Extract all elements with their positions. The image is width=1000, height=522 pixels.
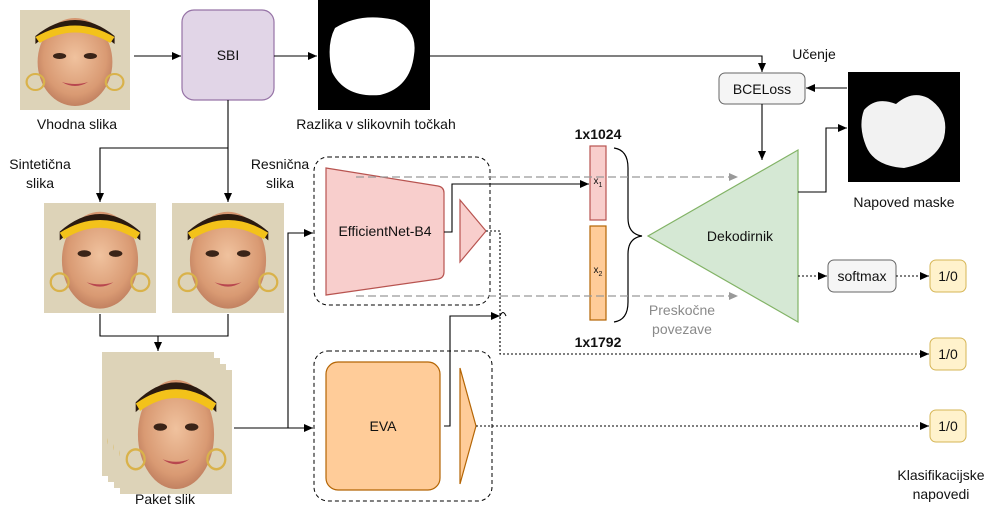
x2-label: x2: [593, 265, 603, 278]
skip-connections-label-line2: povezave: [652, 321, 712, 337]
skip-connections: [356, 173, 738, 300]
output-box-1: [929, 259, 967, 293]
synthetic-face-image: [44, 203, 156, 313]
skip-connections-label-line1: Preskočne: [648, 302, 716, 318]
input-image-label: Vhodna slika: [36, 116, 118, 132]
eva-head: [459, 367, 477, 485]
dimension-bottom-label: 1x1792: [574, 334, 622, 350]
decoder-triangle: [646, 148, 799, 324]
pixel-difference-mask-image: [318, 0, 430, 110]
efficientnet-head: [459, 198, 487, 264]
input-face-image: [20, 10, 130, 110]
efficientnet-group-box: [313, 156, 491, 306]
x1-label: x1: [593, 176, 603, 189]
bceloss-label: BCELoss: [732, 81, 792, 97]
synthetic-image-label-line2: slika: [25, 175, 54, 191]
real-face-image: [172, 203, 284, 313]
output-box-2: [929, 337, 967, 371]
efficientnet-label: EfficientNet-B4: [338, 223, 432, 239]
output-1-label: 1/0: [938, 268, 958, 284]
classification-label-line2: napovedi: [912, 486, 970, 502]
learning-label: Učenje: [792, 46, 836, 62]
output-2-label: 1/0: [938, 346, 958, 362]
output-3-label: 1/0: [938, 418, 958, 434]
softmax-label: softmax: [837, 268, 887, 284]
connectors: [96, 52, 847, 432]
decoder-label: Dekodirnik: [706, 228, 774, 244]
batch-images-stack: [102, 352, 232, 494]
eva-label: EVA: [369, 418, 397, 434]
real-image-label-line1: Resnična: [250, 156, 310, 172]
concat-brace: [613, 147, 643, 323]
pixel-difference-label: Razlika v slikovnih točkah: [296, 116, 456, 132]
real-image-label-line2: slika: [265, 175, 294, 191]
dotted-connectors: [476, 230, 929, 430]
dimension-top-label: 1x1024: [574, 126, 622, 142]
predicted-mask-image: [848, 72, 960, 182]
sbi-label: SBI: [216, 47, 240, 63]
eva-box: [325, 361, 441, 491]
synthetic-image-label-line1: Sintetična: [9, 156, 71, 172]
output-box-3: [929, 409, 967, 443]
efficientnet-b4-encoder: [325, 167, 445, 296]
mask-prediction-label: Napoved maske: [853, 194, 955, 210]
classification-label-line1: Klasifikacijske: [897, 467, 985, 483]
feature-vector-x1: [589, 145, 607, 221]
batch-label: Paket slik: [135, 491, 195, 507]
